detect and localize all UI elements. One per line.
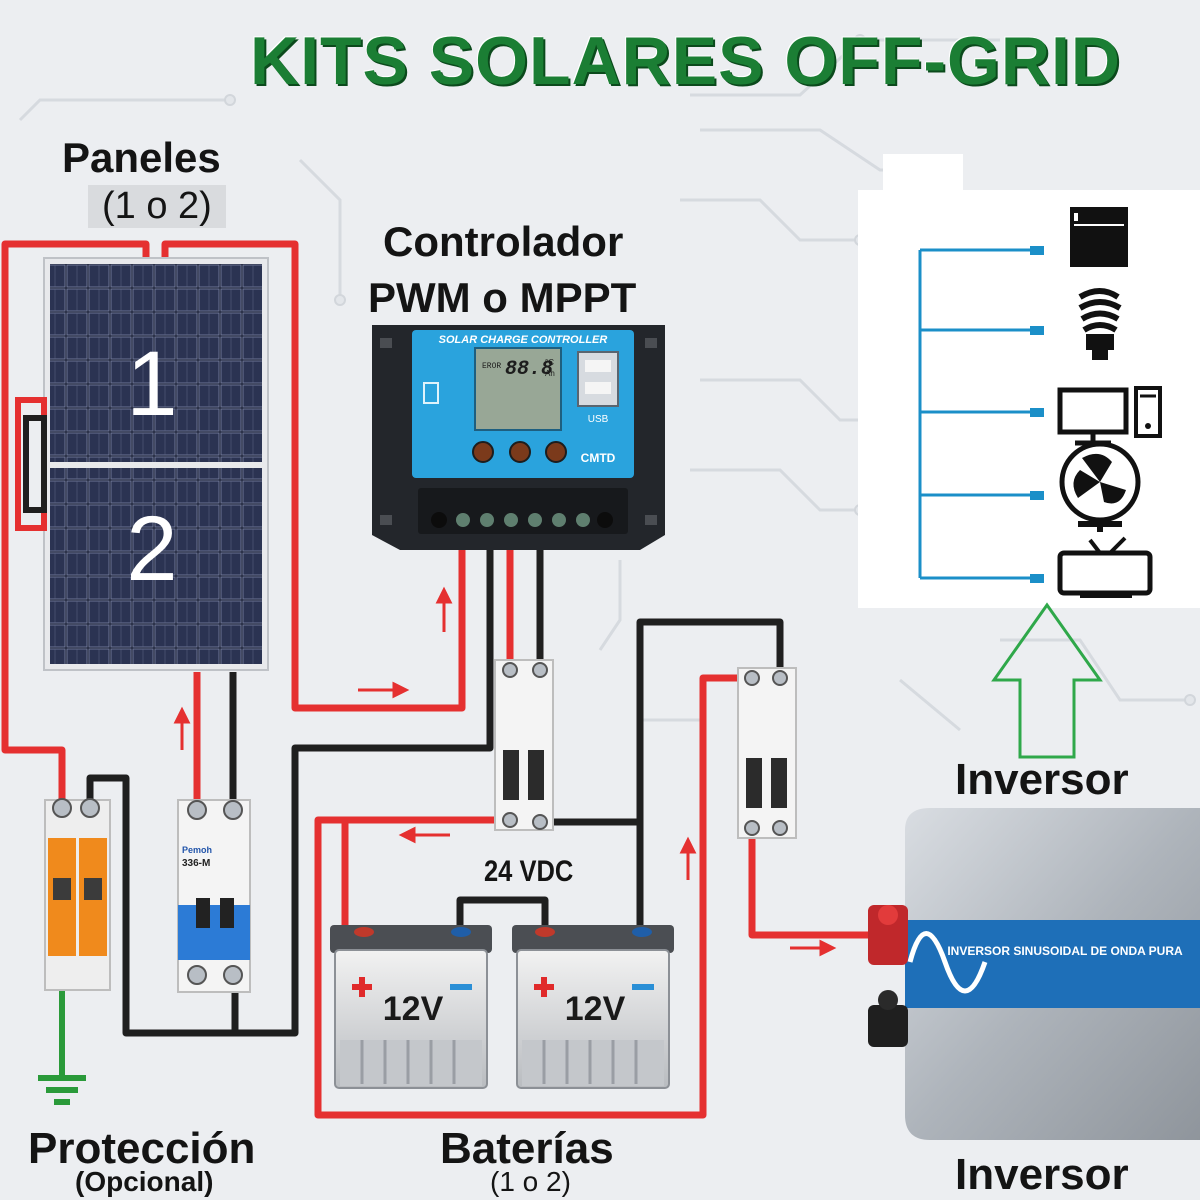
output-arrow [991, 602, 1103, 759]
load-bus [918, 248, 1040, 580]
controller-display-value: 88.8 [505, 358, 553, 381]
battery-1 [330, 925, 492, 1089]
flow-arrows [173, 586, 837, 957]
inverter-output-label: Inversor [955, 755, 1129, 804]
inverter-label: Inversor [955, 1150, 1129, 1199]
fridge-icon [1070, 207, 1128, 267]
controller-display-unit-ah: Ah [545, 369, 555, 378]
inverter-band-text: INVERSOR SINUSOIDAL DE ONDA PURA [947, 944, 1183, 958]
protection-label: Protección [28, 1124, 256, 1173]
protection-sublabel: (Opcional) [75, 1166, 214, 1197]
diagram-title: KITS SOLARES OFF-GRID [250, 23, 1121, 99]
inverter-breaker [737, 667, 797, 839]
battery-2 [512, 925, 674, 1089]
controller-type-label: PWM o MPPT [368, 274, 637, 321]
inverter [868, 808, 1200, 1140]
controller-header-text: SOLAR CHARGE CONTROLLER [439, 334, 608, 346]
panel-number-2: 2 [126, 498, 177, 600]
controller-label: Controlador [383, 218, 624, 265]
cfl-bulb-icon [1078, 288, 1122, 360]
breaker-model: 336-M [182, 858, 210, 869]
battery-breaker [494, 659, 554, 831]
fan-icon [1059, 441, 1141, 532]
tv-icon [1057, 536, 1153, 598]
batteries-sublabel: (1 o 2) [490, 1166, 571, 1197]
loads-panel [858, 154, 1200, 608]
solar-panels [15, 257, 269, 671]
charge-controller [372, 325, 665, 550]
controller-brand: CMTD [581, 451, 616, 465]
surge-protector [44, 798, 111, 991]
panel-number-1: 1 [126, 333, 177, 435]
ground-wire [38, 990, 86, 1105]
battery-2-voltage: 12V [565, 990, 626, 1028]
pv-breaker [177, 799, 251, 993]
panels-label: Paneles [62, 134, 221, 181]
controller-display-unit: °C [545, 358, 554, 367]
system-voltage-label: 24 VDC [484, 855, 574, 888]
breaker-brand: Pemoh [182, 845, 212, 855]
batteries-label: Baterías [440, 1124, 614, 1173]
battery-1-voltage: 12V [383, 990, 444, 1028]
positive-wires [1, 240, 880, 1119]
computer-icon [1057, 386, 1162, 446]
controller-usb-label: USB [588, 414, 609, 425]
controller-error-flag: EROR [482, 362, 501, 371]
panels-sublabel: (1 o 2) [88, 185, 226, 228]
